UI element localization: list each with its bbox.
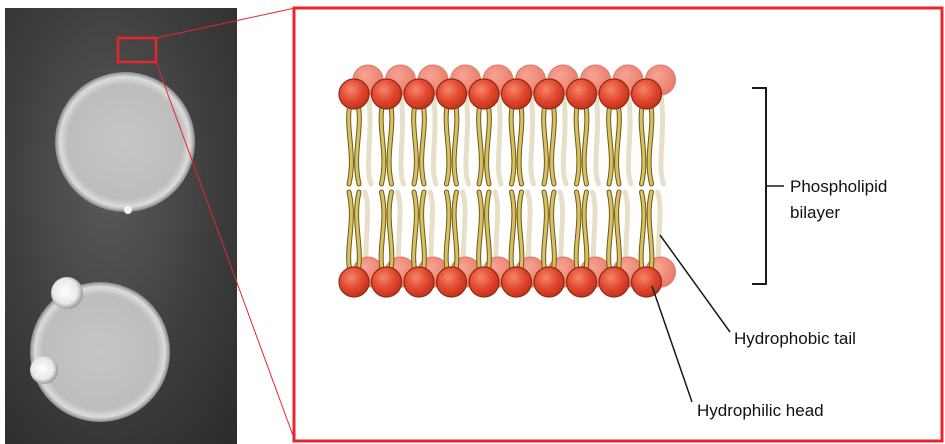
head-upper [339,79,369,109]
head-lower [567,267,597,297]
head-lower [469,267,499,297]
head-upper [534,79,564,109]
back-tail-upper [628,90,631,184]
head-lower [599,267,629,297]
back-tail-upper [498,90,501,184]
vesicle-bottom [30,282,170,422]
micrograph-panel [5,8,237,444]
head-upper [599,79,629,109]
head-upper [632,79,662,109]
head-lower [339,267,369,297]
head-lower [534,267,564,297]
head-lower [502,267,532,297]
back-tail-upper [661,90,664,184]
vesicle-blob-lower [30,356,58,384]
head-lower [404,267,434,297]
back-tail-upper [563,90,566,184]
head-upper [404,79,434,109]
hydrophobic-tail-label: Hydrophobic tail [734,329,856,348]
back-tail-upper [368,90,371,184]
back-tail-upper [433,90,436,184]
back-tail-upper [596,90,599,184]
head-upper [567,79,597,109]
back-tail-upper [466,90,469,184]
vesicle-blob-upper [51,277,83,309]
vesicle-top-spot [124,206,132,214]
back-tail-upper [401,90,404,184]
bilayer-label-line2: bilayer [790,203,840,222]
head-lower [632,267,662,297]
head-upper [437,79,467,109]
head-upper [372,79,402,109]
head-lower [372,267,402,297]
head-lower [437,267,467,297]
bilayer-label-line1: Phospholipid [790,177,887,196]
vesicle-top [55,72,195,212]
hydrophilic-head-label: Hydrophilic head [697,401,824,420]
head-upper [469,79,499,109]
head-upper [502,79,532,109]
back-tail-upper [531,90,534,184]
